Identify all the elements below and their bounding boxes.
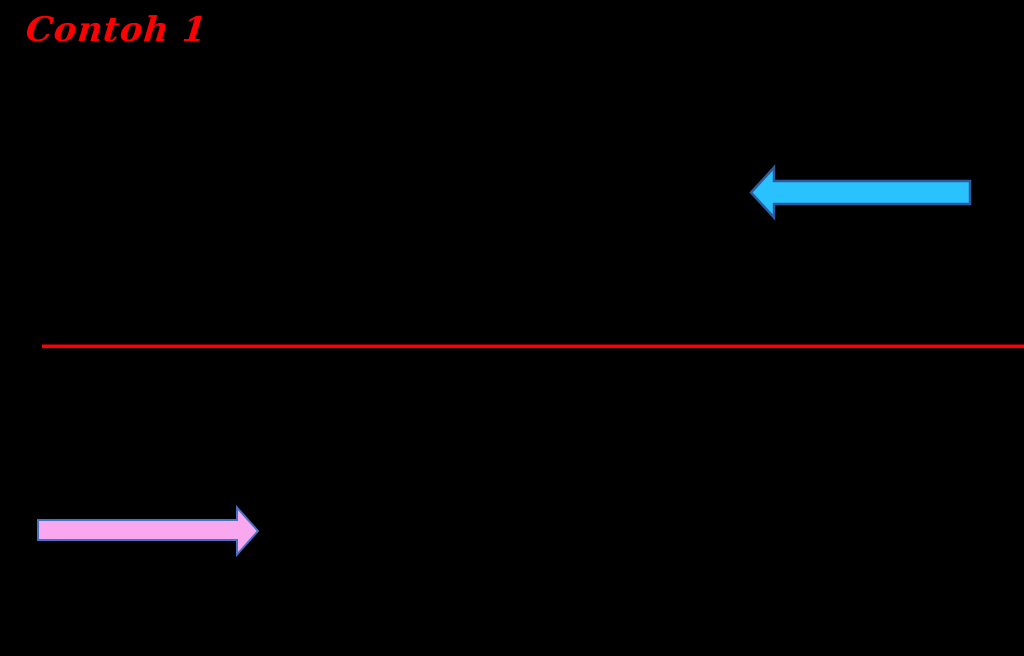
red-divider-line: [42, 344, 1024, 349]
blue-left-arrow: [749, 164, 972, 221]
pink-right-arrow: [37, 504, 260, 558]
